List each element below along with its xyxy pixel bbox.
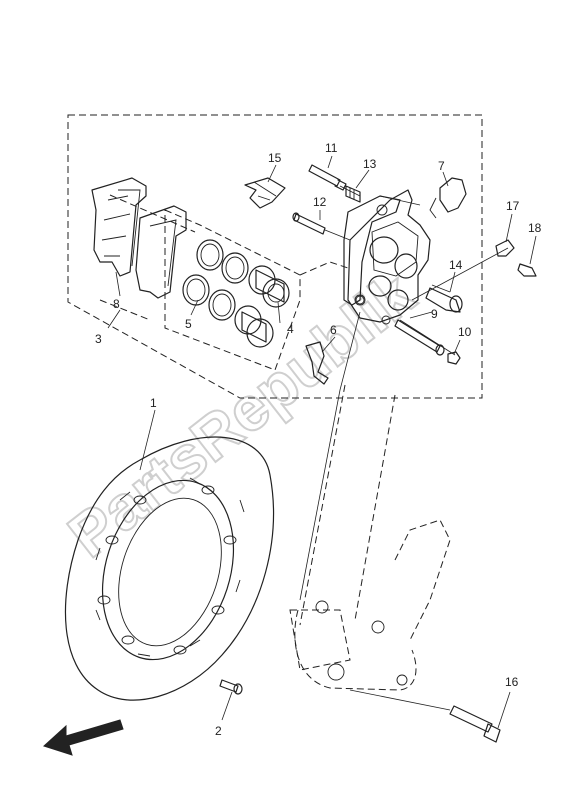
callout-5: 5: [185, 317, 192, 331]
callout-7: 7: [438, 159, 445, 173]
brake-disc: [64, 436, 275, 701]
callout-2: 2: [215, 724, 222, 738]
slide-pin: [292, 212, 326, 235]
callout-18: 18: [528, 221, 542, 235]
clip: [305, 341, 329, 385]
callout-14: 14: [449, 258, 463, 272]
brake-pad-inner: [135, 205, 187, 299]
brake-pad-outer: [91, 177, 147, 277]
seal-kit-outline: [164, 209, 301, 371]
callout-13: 13: [363, 157, 377, 171]
callout-12: 12: [313, 195, 327, 209]
callout-10: 10: [458, 325, 472, 339]
callout-17: 17: [506, 199, 520, 213]
bleed-screw: [429, 177, 467, 219]
piston-seals: [182, 239, 249, 321]
front-fork-outline: [289, 384, 451, 691]
front-direction-arrow: [43, 719, 124, 756]
pad-pin: [308, 164, 347, 191]
callout-3: 3: [95, 332, 102, 346]
bolt-small: [517, 263, 537, 277]
pin-boot: [425, 287, 463, 313]
callout-15: 15: [268, 151, 282, 165]
callout-8: 8: [113, 297, 120, 311]
assembly-outline: [67, 114, 483, 399]
pad-spring: [244, 177, 286, 209]
callout-16: 16: [505, 675, 519, 689]
clamp: [495, 239, 515, 257]
callout-4: 4: [287, 322, 294, 336]
watermark: PartsRepublik: [56, 260, 427, 571]
pistons: [234, 265, 290, 348]
disc-bolt: [219, 679, 243, 695]
callout-11: 11: [325, 141, 338, 155]
caliper-bolt: [449, 705, 501, 743]
callout-6: 6: [330, 323, 337, 337]
callout-9: 9: [431, 307, 438, 321]
pin-plug: [345, 185, 361, 203]
leader-lines: [107, 155, 537, 729]
caliper-body: [347, 189, 431, 325]
callout-1: 1: [150, 396, 157, 410]
